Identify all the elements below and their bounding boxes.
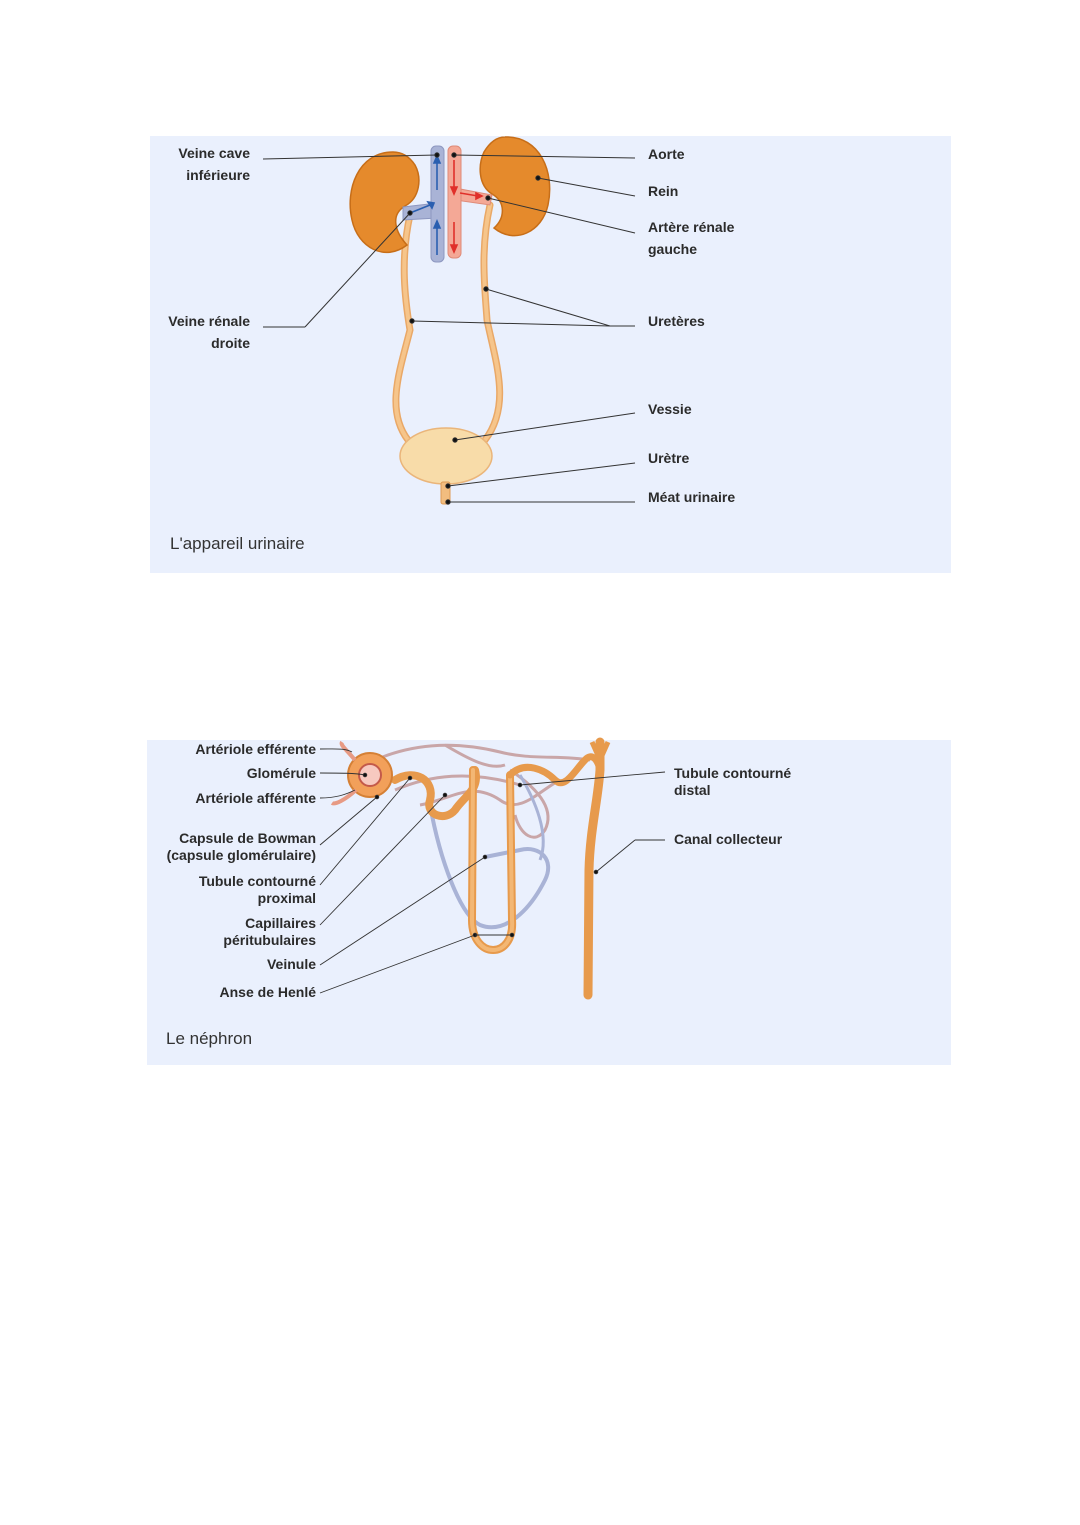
distal-tubule <box>506 753 604 786</box>
vein-to-descending <box>518 774 545 861</box>
label-arteriole-efferente: Artériole efférente <box>195 741 316 757</box>
label-anse-henle: Anse de Henlé <box>219 984 316 1000</box>
label-meat: Méat urinaire <box>648 489 736 505</box>
nephron-diagram <box>319 737 666 1000</box>
peritubular-capillaries <box>374 743 591 839</box>
collecting-duct <box>583 737 605 1000</box>
urinary-system-panel <box>150 136 951 573</box>
collecting-duct-top-branch <box>589 740 611 767</box>
ureter-right-fill <box>393 213 413 442</box>
venule-vessel <box>428 804 551 930</box>
nephron-panel <box>147 740 951 1065</box>
label-ureteres: Uretères <box>648 313 705 329</box>
aorta-vessel <box>447 145 462 259</box>
label-capsule-bowman: Capsule de Bowman (capsule glomérulaire) <box>166 830 316 863</box>
label-vessie: Vessie <box>648 401 692 417</box>
artery-flow-arrows <box>449 160 484 255</box>
loop-of-henle-inner <box>469 768 515 952</box>
label-tubule-proximal: Tubule contourné proximal <box>198 873 316 906</box>
vein-flow-arrows <box>409 153 442 255</box>
ureter-left-fill <box>481 203 502 442</box>
label-veine-cave: Veine cave inférieure <box>178 145 250 183</box>
label-glomerule: Glomérule <box>246 765 316 781</box>
label-uretre: Urètre <box>648 450 690 466</box>
arteriole-afferent-vessel <box>330 788 358 806</box>
figure-caption-nephron: Le néphron <box>166 1029 253 1048</box>
label-arteriole-afferente: Artériole afférente <box>195 790 316 806</box>
kidney-right <box>349 151 420 254</box>
label-canal-collecteur: Canal collecteur <box>674 831 783 847</box>
label-tubule-distal: Tubule contourné distal <box>674 765 792 798</box>
urinary-system-diagram <box>262 136 636 505</box>
glomerulus <box>358 763 382 787</box>
arteriole-efferent-vessel <box>339 740 357 762</box>
label-veinule: Veinule <box>266 956 316 972</box>
urinary-leader-lines <box>262 152 636 505</box>
label-veine-renale: Veine rénale droite <box>168 313 250 351</box>
label-aorte: Aorte <box>648 146 685 162</box>
label-rein: Rein <box>648 183 679 199</box>
figure-caption-urinary: L'appareil urinaire <box>170 534 305 553</box>
label-capillaires: Capillaires péritubulaires <box>223 915 316 948</box>
nephron-leader-lines <box>319 748 666 994</box>
label-artere-renale: Artère rénale gauche <box>648 219 735 257</box>
